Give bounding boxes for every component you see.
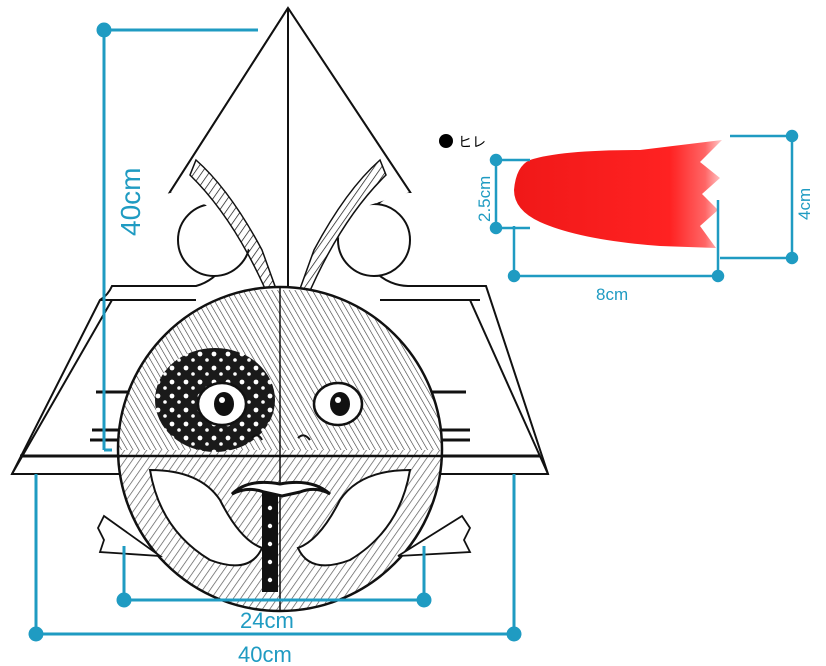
mouth-width-label: 24cm (240, 608, 294, 633)
fish-face (96, 285, 472, 613)
base-width-dimension (28, 474, 522, 642)
face-fin-right (397, 514, 472, 557)
fin-length-label: 8cm (596, 285, 628, 304)
height-label: 40cm (115, 168, 146, 236)
fin-height-right-label: 4cm (795, 188, 814, 220)
height-dimension (96, 22, 258, 452)
face-fin-left (96, 514, 164, 558)
fin-title: ヒレ (458, 135, 486, 151)
right-eye (312, 381, 364, 427)
fin-dimensions (489, 129, 799, 283)
left-eye (196, 381, 248, 427)
fin-height-left-label: 2.5cm (475, 176, 494, 222)
fin-title-group: ヒレ (439, 134, 486, 151)
mouth-width-dimension (116, 546, 432, 608)
fin-shape (514, 140, 722, 248)
base-width-label: 40cm (238, 642, 292, 666)
mouth (230, 480, 331, 498)
bullet-icon (439, 134, 453, 148)
